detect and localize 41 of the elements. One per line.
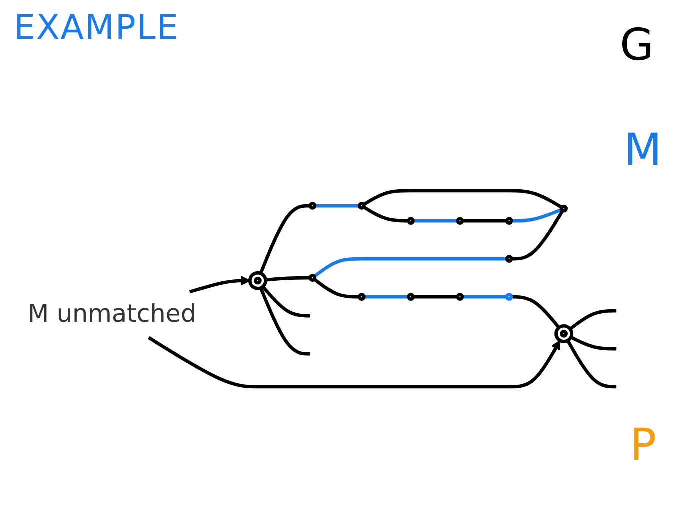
graph-label: P [630, 420, 657, 471]
arrow [148, 336, 561, 389]
vertex-circle [456, 217, 464, 225]
graph-edge [512, 295, 560, 329]
graph-edge [462, 295, 508, 299]
graph-label: M [624, 125, 662, 176]
vertex-circle [407, 293, 415, 301]
graph-edge [313, 257, 508, 278]
graph-edge [512, 208, 563, 223]
node-text: M unmatched [28, 300, 197, 329]
vertex-circle [456, 293, 464, 301]
graph-edge [259, 287, 310, 356]
vertex-circle [308, 202, 317, 210]
graph-label: G [620, 20, 654, 71]
vertex-circle [407, 217, 415, 225]
arrow [189, 276, 251, 294]
vertex-circle [358, 202, 366, 210]
diagram-title: EXAMPLE [14, 8, 180, 48]
vertex-circle [505, 255, 514, 263]
vertex-circle [308, 274, 317, 282]
graph-edge [570, 336, 617, 351]
graph-edge [314, 204, 360, 208]
graph-edge [262, 286, 310, 318]
graph-edge [413, 295, 458, 299]
graph-edge [313, 278, 360, 299]
graph-edge [362, 189, 563, 210]
graph-edge [266, 276, 310, 282]
graph-edge [462, 219, 508, 223]
graph-edge [512, 210, 564, 261]
vertex-circle [505, 217, 514, 225]
vertex-circle [560, 204, 568, 213]
graph-edge [413, 219, 458, 223]
graph-edge [364, 295, 409, 299]
graph-edge [362, 206, 409, 223]
vertex-circle [358, 293, 366, 301]
graph-edge [566, 340, 617, 389]
graph-edge [259, 204, 310, 274]
vertex-circle [505, 293, 514, 301]
graph-edge [569, 309, 617, 330]
vertex-circle [554, 324, 574, 344]
vertex-circle [248, 271, 268, 290]
